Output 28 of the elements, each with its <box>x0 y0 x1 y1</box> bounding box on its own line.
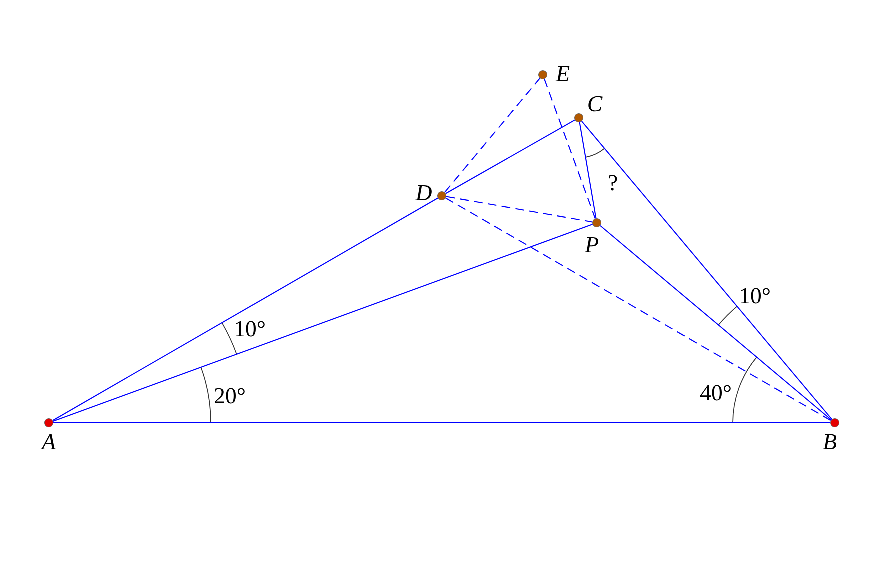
point-label: E <box>556 66 570 82</box>
point-label: A <box>40 434 56 450</box>
point-label: P <box>584 238 598 252</box>
line-segment <box>52 198 438 422</box>
line-segment <box>446 120 576 194</box>
point-dot <box>574 113 584 122</box>
point-dot <box>44 418 54 428</box>
line-segment <box>54 422 830 424</box>
point-label: D <box>416 186 432 200</box>
line-segment <box>582 121 833 420</box>
line-segment <box>446 198 832 422</box>
line-segment <box>579 122 597 219</box>
point-label: C <box>588 96 603 112</box>
line-segment <box>444 78 541 193</box>
angle-label: 10° <box>741 288 770 304</box>
angle-label: 20° <box>215 388 245 404</box>
line-segment <box>53 224 593 422</box>
angle-label: 10° <box>236 321 265 337</box>
line-segment <box>600 226 832 420</box>
line-segment <box>446 196 593 223</box>
point-dot <box>592 218 602 228</box>
point-label: B <box>823 434 836 450</box>
angle-label: 40° <box>700 385 731 401</box>
point-dot <box>830 418 840 428</box>
point-dot <box>538 70 548 80</box>
point-dot <box>438 191 447 201</box>
angle-label: ? <box>609 175 618 191</box>
line-segment <box>544 79 596 219</box>
